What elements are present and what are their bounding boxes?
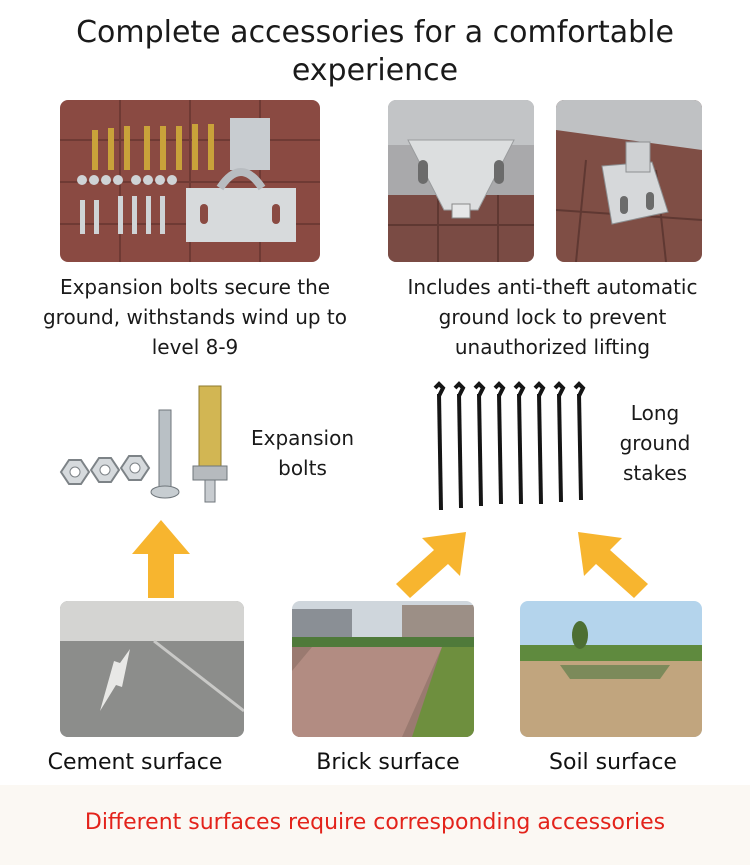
label-brick-surface: Brick surface [316,750,460,775]
arrow-up-right-icon [396,532,466,598]
footer-note: Different surfaces require corresponding… [84,810,666,835]
page-title: Complete accessories for a comfortable e… [76,15,674,88]
label-cement-surface: Cement surface [47,750,223,775]
arrow-up-icon [132,520,190,598]
bolts-kit-photo [60,100,320,262]
caption-bolts: Expansion bolts secure the ground, withs… [42,275,348,359]
footer-band [0,785,750,865]
cement-surface-photo [60,601,244,737]
label-expansion-bolts: Expansion bolts [251,426,354,480]
arrow-up-left-icon [578,532,648,598]
expansion-bolts-illustration [55,380,245,510]
brick-surface-photo [292,601,474,737]
soil-surface-photo [520,601,702,737]
ground-stakes-illustration [425,380,595,515]
label-ground-stakes: Long ground stakes [619,401,691,485]
caption-ground-lock: Includes anti-theft automatic ground loc… [407,275,698,359]
ground-lock-photo-side [556,100,702,262]
ground-lock-photo-front [388,100,534,262]
label-soil-surface: Soil surface [549,750,677,775]
